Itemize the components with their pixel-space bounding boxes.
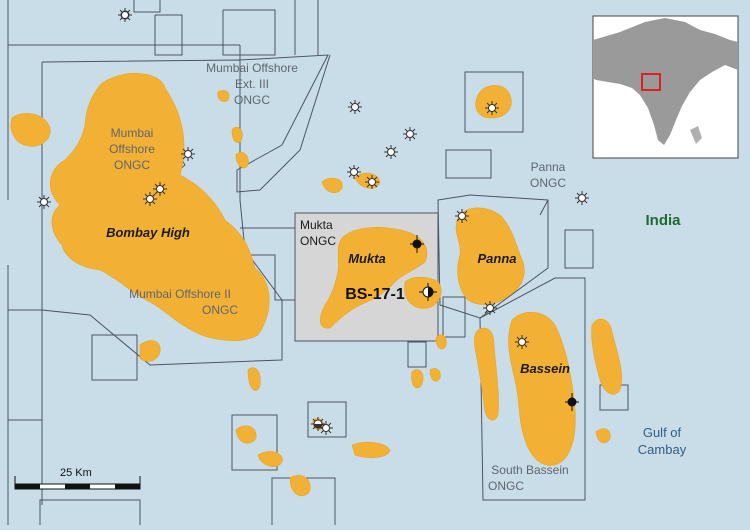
block-outline-panna-leader [539,199,549,216]
block-outline-box-h [407,341,427,368]
block-outline-small-top [133,0,161,13]
dry-well-icon [455,209,469,223]
label-mukta-block-2: ONGC [300,234,336,248]
label-gulf-1: Gulf of [643,425,682,440]
dry-well-icon [181,147,195,161]
block-outline-south-bassein [479,277,586,501]
block-outline-top-box2 [222,9,276,56]
label-bassein-field: Bassein [520,361,570,376]
block-outline-left-box2 [8,419,43,505]
field-small-o [289,475,311,497]
dry-well-icon [384,145,398,159]
label-panna-field: Panna [477,251,516,266]
label-panna-block-2: ONGC [530,176,566,190]
label-ext3-1: Mumbai Offshore [206,61,298,75]
labels: Mumbai Offshore Ext. III ONGC Mumbai Off… [106,61,687,493]
scale-bar: 25 Km [14,467,141,490]
label-south-bassein-2: ONGC [488,479,524,493]
dry-well-icon [118,8,132,22]
field-east-bassein [591,318,623,395]
block-outline-box-g [564,229,594,269]
label-panna-block-1: Panna [531,160,566,174]
field-small-n [351,441,391,459]
field-small-m [257,451,283,468]
field-small-h [435,334,447,350]
producing-well-icon [410,235,424,253]
inset-highlight [641,73,661,91]
fields [10,73,623,497]
field-small-k [247,367,261,391]
label-mukta-field: Mukta [348,251,386,266]
field-small-a [139,340,161,362]
wells [118,8,132,22]
field-small-d [235,151,249,169]
block-outline-top-box [154,14,183,56]
bombay-high-field [50,73,270,341]
dry-well-icon [365,175,379,189]
field-small-e [321,177,343,194]
field-west-bassein [474,327,499,421]
block-outline-box-b [231,414,278,471]
block-outline-box-a [91,334,138,381]
inset-india-land [593,18,738,145]
label-gulf-2: Cambay [638,442,687,457]
label-mumbai-ii-2: ONGC [202,303,238,317]
dry-well-icon [515,335,529,349]
dry-well-icon [347,165,361,179]
label-mumbai-2: Offshore [109,142,155,156]
block-outline-bottom [39,499,141,525]
inset-sri-lanka [690,126,702,144]
discovery-well-icon [419,283,437,301]
field-small-i [429,368,441,382]
dry-well-icon [483,301,497,315]
field-small-c [231,126,243,143]
label-mukta-block-1: Mukta [300,218,333,232]
dry-well-icon [143,192,157,206]
block-outline-box-f [464,71,524,133]
scale-bar-label: 25 Km [60,467,92,479]
field-west-small [10,113,51,147]
gas-well-icon [311,417,325,431]
bassein-field [508,312,576,466]
field-small-l [235,425,257,444]
producing-well-icon [565,393,579,411]
dry-well-icon [403,127,417,141]
dry-well-icon [485,101,499,115]
label-mumbai-ii-1: Mumbai Offshore II [129,287,231,301]
label-ext3-3: ONGC [234,93,270,107]
field-small-j [411,369,424,389]
mukta-field [320,227,428,329]
label-mumbai-3: ONGC [114,158,150,172]
label-mumbai-1: Mumbai [111,126,154,140]
well-markers [37,100,589,435]
block-outline-mid-line2 [245,254,295,301]
block-outline-panna [437,194,549,319]
dry-well-icon [153,182,167,196]
label-south-bassein-1: South Bassein [491,463,568,477]
block-outline-box-j [442,296,466,338]
dry-well-icon [575,191,589,205]
block-outline-left-box [8,309,43,420]
block-outline-box-e [445,149,492,179]
block-outline-box-c [307,401,347,438]
dry-well-icon [348,100,362,114]
inset-map [592,15,739,159]
panna-field [455,207,525,305]
label-india: India [645,212,681,229]
label-bombay-high: Bombay High [106,225,190,240]
field-small-g [595,428,611,444]
dry-well-icon [37,195,51,209]
label-bs17-1: BS-17-1 [345,286,405,303]
label-ext3-2: Ext. III [235,77,269,91]
field-north-panna [475,84,512,119]
field-small-b [217,90,230,102]
